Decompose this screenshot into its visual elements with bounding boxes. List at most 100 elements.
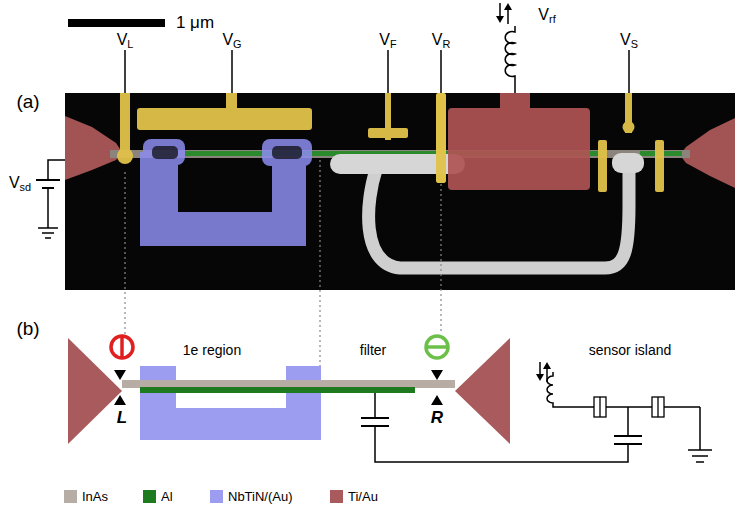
capacitor-symbol bbox=[374, 393, 376, 418]
capacitor-symbol bbox=[614, 435, 642, 437]
junction-symbol bbox=[652, 397, 664, 417]
sem-background bbox=[65, 93, 735, 290]
gate-electrode bbox=[368, 128, 408, 138]
open-symbol bbox=[425, 336, 449, 358]
superconductor-lead bbox=[140, 152, 306, 246]
signal-subscript: F bbox=[390, 38, 397, 50]
legend-item: InAs bbox=[64, 489, 108, 504]
closed-symbol bbox=[111, 336, 133, 358]
gate-wire bbox=[387, 50, 389, 93]
sensor-pad bbox=[448, 93, 590, 190]
voltage-source bbox=[42, 232, 54, 234]
signal-letter: V bbox=[379, 31, 390, 48]
gate-wire bbox=[125, 50, 629, 93]
closed-symbol bbox=[120, 335, 124, 359]
tunnel-barrier bbox=[114, 370, 443, 405]
inductor-symbol bbox=[547, 372, 700, 407]
capacitor-symbol bbox=[361, 393, 628, 462]
legend-item: NbTiN/(Au) bbox=[210, 489, 293, 504]
guide-line bbox=[125, 160, 441, 366]
capacitor-symbol bbox=[375, 426, 628, 462]
rf-arrow bbox=[504, 3, 512, 10]
barrier-label: L bbox=[117, 409, 127, 426]
signal-letter: V bbox=[222, 31, 233, 48]
pad-hole bbox=[152, 146, 178, 159]
signal-name: VR bbox=[432, 32, 451, 48]
signal-letter: V bbox=[538, 6, 549, 23]
filter-island bbox=[612, 153, 644, 173]
open-symbol bbox=[426, 336, 448, 358]
capacitor-symbol bbox=[361, 417, 389, 419]
gate-electrode bbox=[623, 121, 635, 133]
legend-item: Al bbox=[143, 489, 173, 504]
signal-letter: V bbox=[620, 31, 631, 48]
signal-subscript: S bbox=[631, 38, 638, 50]
signal-name: Vsd bbox=[9, 175, 31, 191]
ground-symbol bbox=[699, 407, 701, 450]
voltage-source bbox=[36, 160, 66, 238]
superconductor-lead bbox=[140, 366, 321, 440]
closed-symbol bbox=[111, 335, 133, 359]
signal-name: VS bbox=[620, 32, 638, 48]
scale-bar bbox=[68, 19, 165, 27]
rf-arrow bbox=[536, 362, 551, 382]
junction-symbol bbox=[594, 397, 606, 417]
signal-name: VF bbox=[379, 32, 396, 48]
rf-arrow bbox=[543, 362, 551, 369]
pad-hole bbox=[272, 146, 302, 159]
tunnel-barrier bbox=[431, 395, 443, 405]
ground-symbol bbox=[696, 461, 704, 463]
ground-symbol bbox=[688, 407, 712, 462]
lead-contact bbox=[65, 116, 122, 180]
signal-subscript: sd bbox=[20, 181, 32, 193]
tunnel-barrier bbox=[114, 395, 126, 405]
lead-contact bbox=[455, 338, 510, 444]
gate-electrode bbox=[117, 148, 133, 164]
rf-arrow bbox=[539, 362, 541, 375]
barrier-label: R bbox=[431, 409, 443, 426]
gate-electrode bbox=[598, 140, 607, 192]
signal-name: VL bbox=[117, 32, 134, 48]
gate-wire bbox=[628, 50, 630, 93]
signal-subscript: R bbox=[442, 38, 450, 50]
tunnel-barrier bbox=[431, 370, 443, 380]
scale-label: 1 μm bbox=[176, 14, 214, 31]
signal-letter: V bbox=[117, 31, 128, 48]
legend-item: Ti/Au bbox=[330, 489, 378, 504]
signal-subscript: L bbox=[127, 38, 133, 50]
superconductor-lead bbox=[140, 139, 312, 246]
voltage-source bbox=[38, 227, 58, 229]
tunnel-barrier bbox=[114, 370, 126, 380]
junction-symbol bbox=[657, 397, 658, 417]
region-label: filter bbox=[360, 343, 386, 357]
voltage-source bbox=[36, 179, 60, 181]
guide-line bbox=[319, 160, 320, 366]
gate-electrode bbox=[137, 108, 312, 130]
capacitor-symbol bbox=[614, 443, 642, 445]
region-label: 1e region bbox=[183, 343, 241, 357]
junction-symbol bbox=[594, 397, 664, 417]
signal-name: VG bbox=[222, 32, 241, 48]
voltage-source bbox=[45, 237, 51, 239]
open-symbol bbox=[425, 345, 449, 349]
voltage-source bbox=[48, 160, 66, 180]
al-shell bbox=[140, 387, 415, 393]
legend-text: InAs bbox=[82, 489, 108, 504]
signal-letter: V bbox=[432, 31, 443, 48]
legend-swatch bbox=[210, 490, 223, 503]
signal-subscript: G bbox=[233, 38, 241, 50]
sensor-pad bbox=[500, 93, 530, 111]
rf-arrow bbox=[496, 16, 504, 23]
legend-swatch bbox=[64, 490, 77, 503]
legend-text: NbTiN/(Au) bbox=[228, 489, 293, 504]
legend-text: Al bbox=[161, 489, 173, 504]
guide-line bbox=[440, 184, 441, 334]
ground-symbol bbox=[692, 455, 708, 457]
gate-electrode bbox=[655, 140, 664, 192]
junction-symbol bbox=[599, 397, 600, 417]
sem-image bbox=[65, 93, 735, 268]
gate-electrode bbox=[117, 93, 664, 192]
panel-label: (a) bbox=[16, 92, 39, 111]
signal-subscript: rf bbox=[549, 13, 556, 25]
